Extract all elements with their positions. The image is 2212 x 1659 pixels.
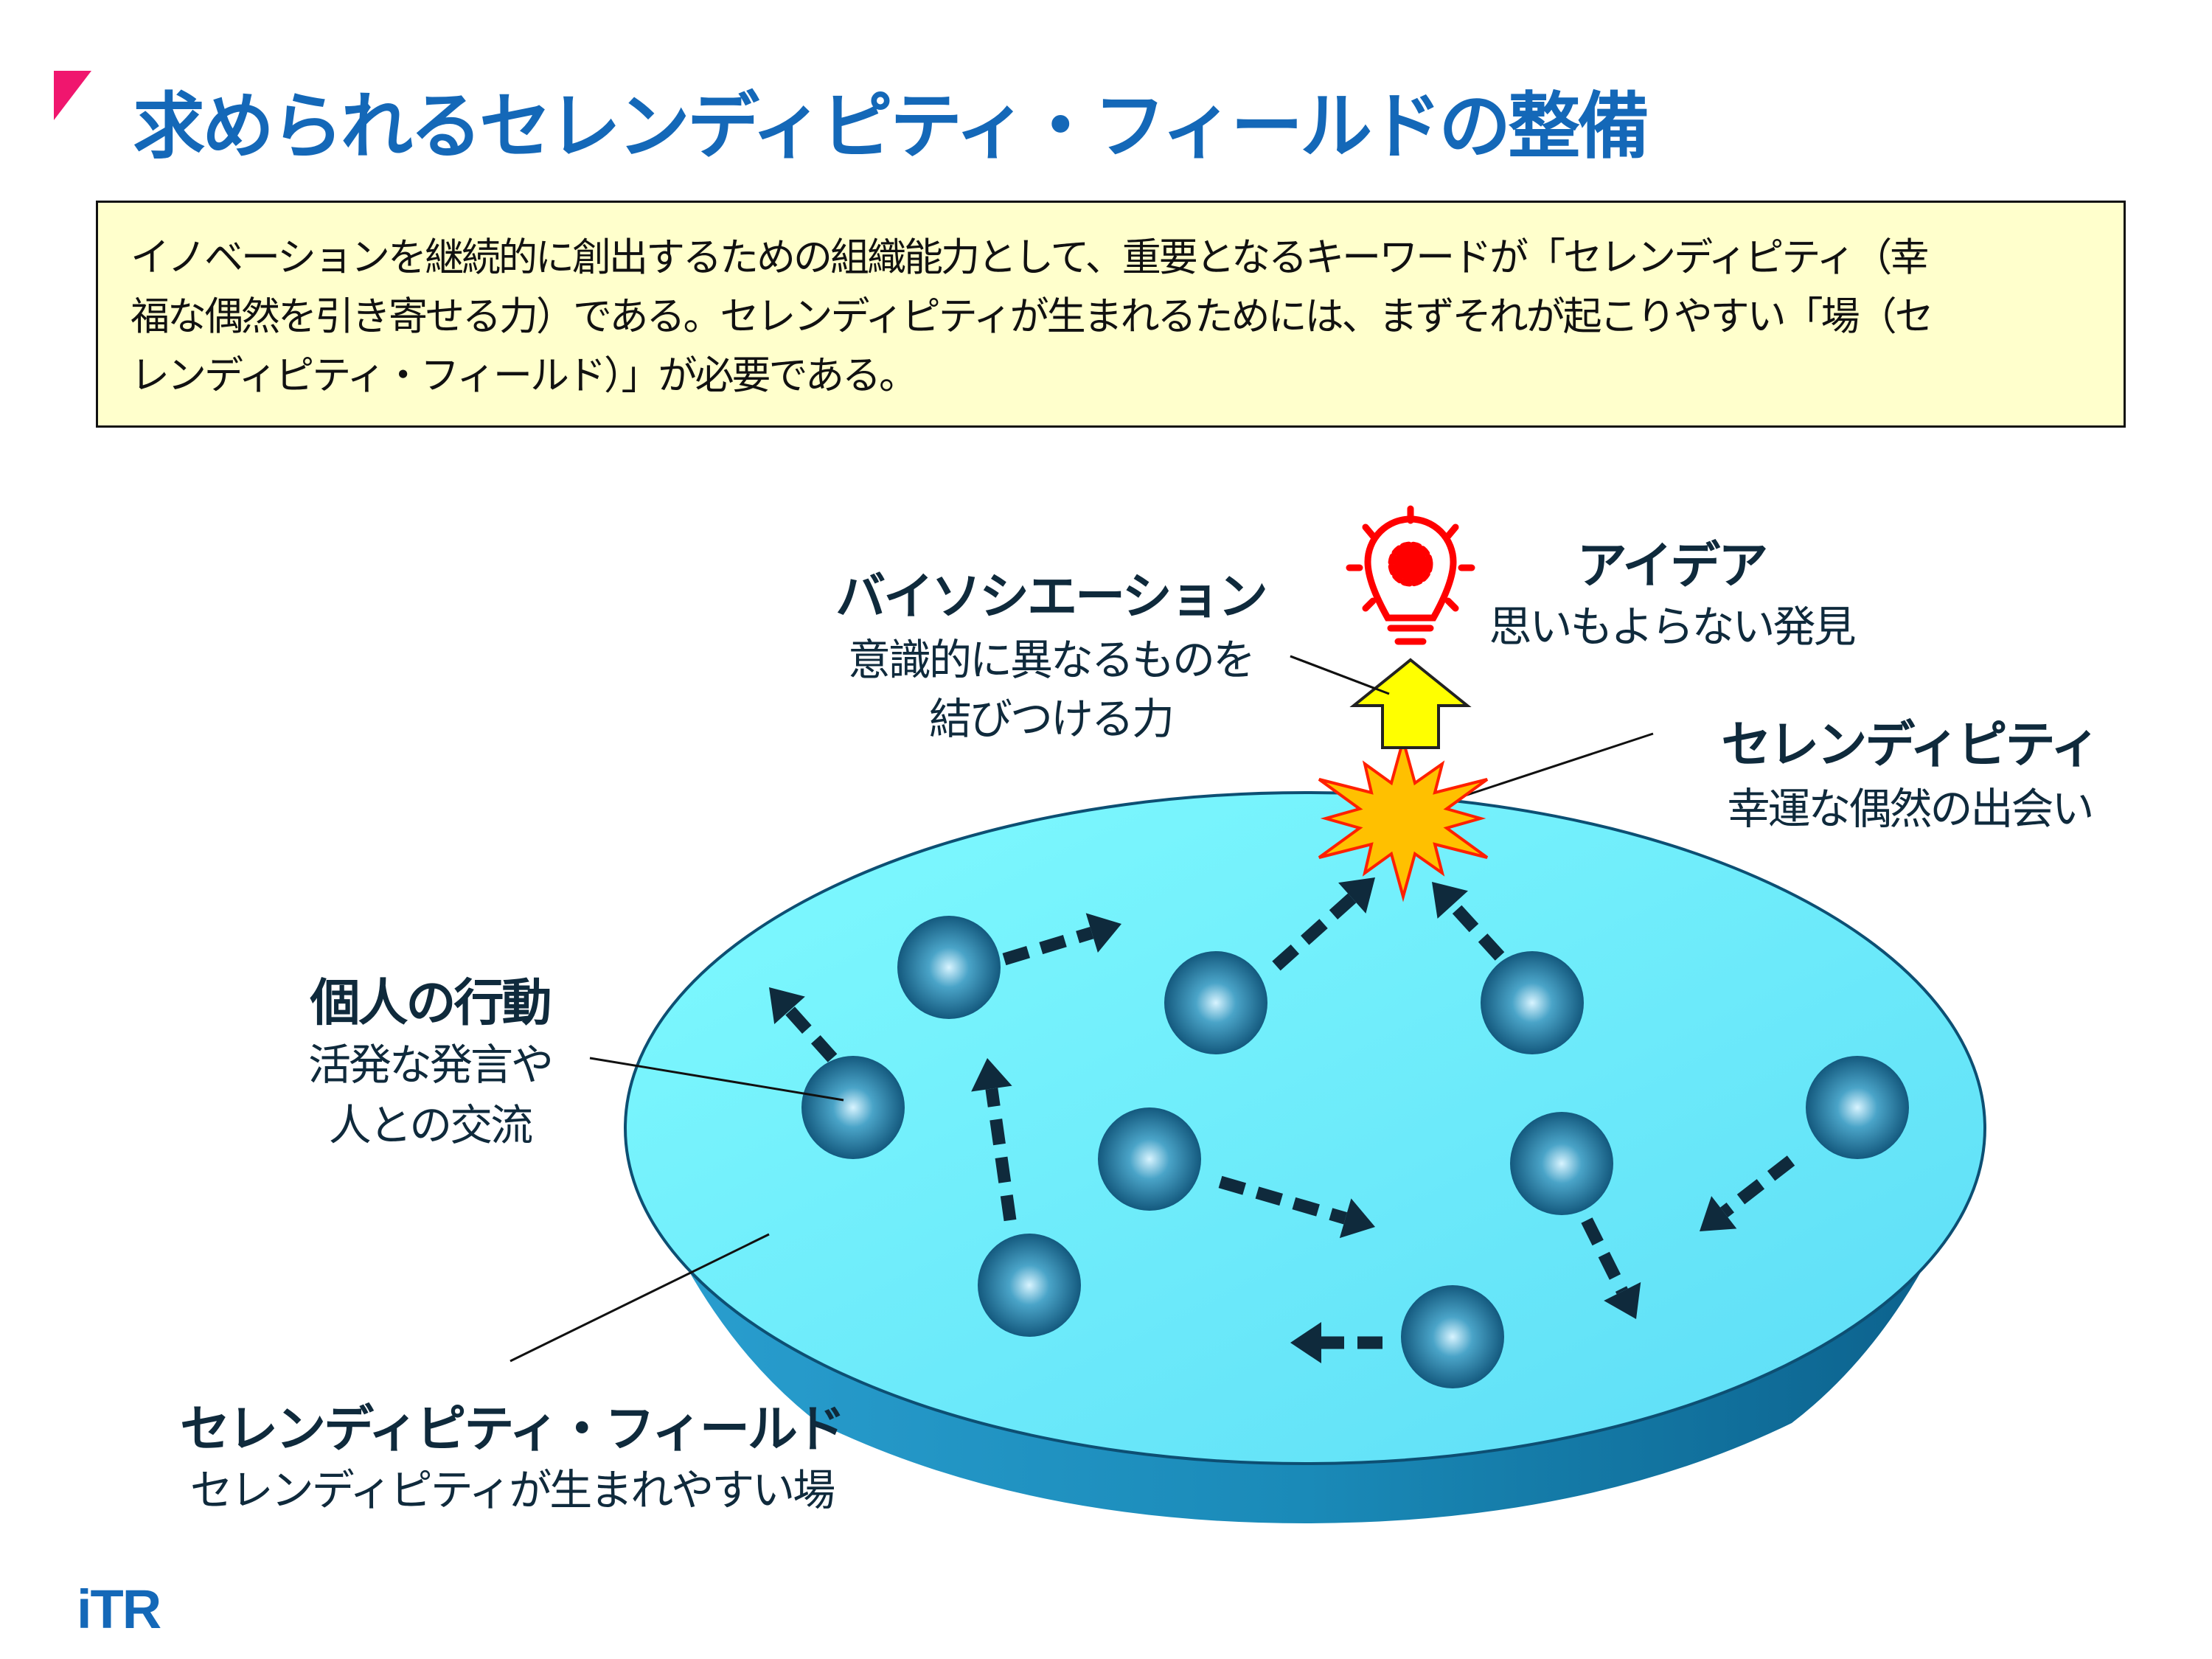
title-accent-triangle (54, 71, 91, 120)
burst-icon (1318, 734, 1489, 902)
field-heading: セレンディピティ・フィールド (180, 1400, 846, 1459)
up-arrow-icon (1349, 658, 1472, 749)
bisociation-heading: バイソシエーション (835, 568, 1268, 627)
summary-line: レンディピティ・フィールド）」が必要である。 (131, 353, 918, 398)
idea-desc: 思いもよらない発見 (1489, 602, 1856, 652)
dashed-arrow (971, 1058, 1017, 1222)
dashed-arrow (769, 987, 838, 1062)
individual-sphere (1510, 1112, 1613, 1215)
summary-line: イノベーションを継続的に創出するための組織能力として、重要となるキーワードが「セ… (131, 235, 1929, 280)
dashed-arrow (1218, 1175, 1375, 1239)
serendipity-desc: 幸運な偶然の出会い (1727, 784, 2094, 834)
individual-sphere (801, 1056, 905, 1159)
dashed-arrow (1290, 1322, 1382, 1363)
dashed-arrow (1002, 913, 1121, 966)
dashed-arrow (1432, 882, 1505, 961)
page-title: 求められるセレンディピティ・フィールドの整備 (133, 85, 1649, 169)
individual-sphere (1164, 951, 1267, 1054)
individual-desc: 活発な発言や (307, 1040, 554, 1090)
lightbulb-icon (1346, 505, 1475, 645)
summary-box: イノベーションを継続的に創出するための組織能力として、重要となるキーワードが「セ… (96, 201, 2126, 428)
individuals (801, 916, 1909, 1388)
individual-sphere (1401, 1285, 1504, 1388)
itr-logo: iTR (77, 1579, 161, 1640)
bisociation-desc: 結びつける力 (928, 694, 1175, 744)
dashed-arrow (1272, 877, 1375, 971)
individual-desc: 人との交流 (328, 1100, 533, 1150)
individual-sphere (1806, 1056, 1909, 1159)
idea-heading: アイデア (1576, 537, 1769, 596)
individual-heading: 個人の行動 (310, 974, 552, 1033)
bisociation-desc: 意識的に異なるものを (847, 635, 1256, 685)
serendipity-heading: セレンディピティ (1721, 716, 2100, 775)
individual-sphere (1481, 951, 1584, 1054)
dashed-arrow (1581, 1217, 1641, 1319)
field-desc: セレンディピティが生まれやすい場 (189, 1465, 835, 1515)
individual-sphere (978, 1234, 1081, 1337)
dashed-arrows (769, 877, 1795, 1363)
dashed-arrow (1700, 1155, 1795, 1231)
individual-sphere (897, 916, 1001, 1019)
individual-sphere (1098, 1107, 1201, 1211)
summary-line: 福な偶然を引き寄せる力）である。セレンディピティが生まれるためには、まずそれが起… (131, 294, 1934, 339)
